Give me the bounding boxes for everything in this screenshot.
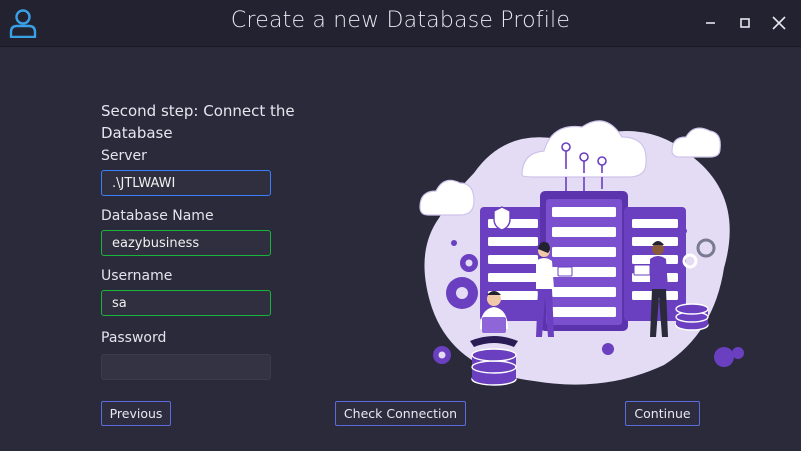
server-label: Server — [101, 148, 147, 164]
server-input[interactable] — [101, 170, 271, 196]
password-label: Password — [101, 330, 167, 346]
previous-button[interactable]: Previous — [101, 401, 171, 426]
database-server-illustration — [419, 120, 744, 386]
continue-button[interactable]: Continue — [625, 401, 700, 426]
minimize-icon[interactable] — [700, 12, 722, 34]
step-heading: Second step: Connect the Database — [101, 102, 295, 142]
password-input[interactable] — [101, 354, 271, 380]
maximize-icon[interactable] — [734, 12, 756, 34]
title-bar-divider — [0, 46, 801, 47]
window-title: Create a new Database Profile — [230, 8, 571, 33]
title-bar — [0, 0, 801, 46]
database-name-input[interactable] — [101, 230, 271, 256]
username-input[interactable] — [101, 290, 271, 316]
database-name-label: Database Name — [101, 208, 214, 224]
username-label: Username — [101, 268, 173, 284]
user-icon[interactable] — [9, 8, 37, 38]
close-icon[interactable] — [768, 12, 790, 34]
check-connection-button[interactable]: Check Connection — [335, 401, 466, 426]
